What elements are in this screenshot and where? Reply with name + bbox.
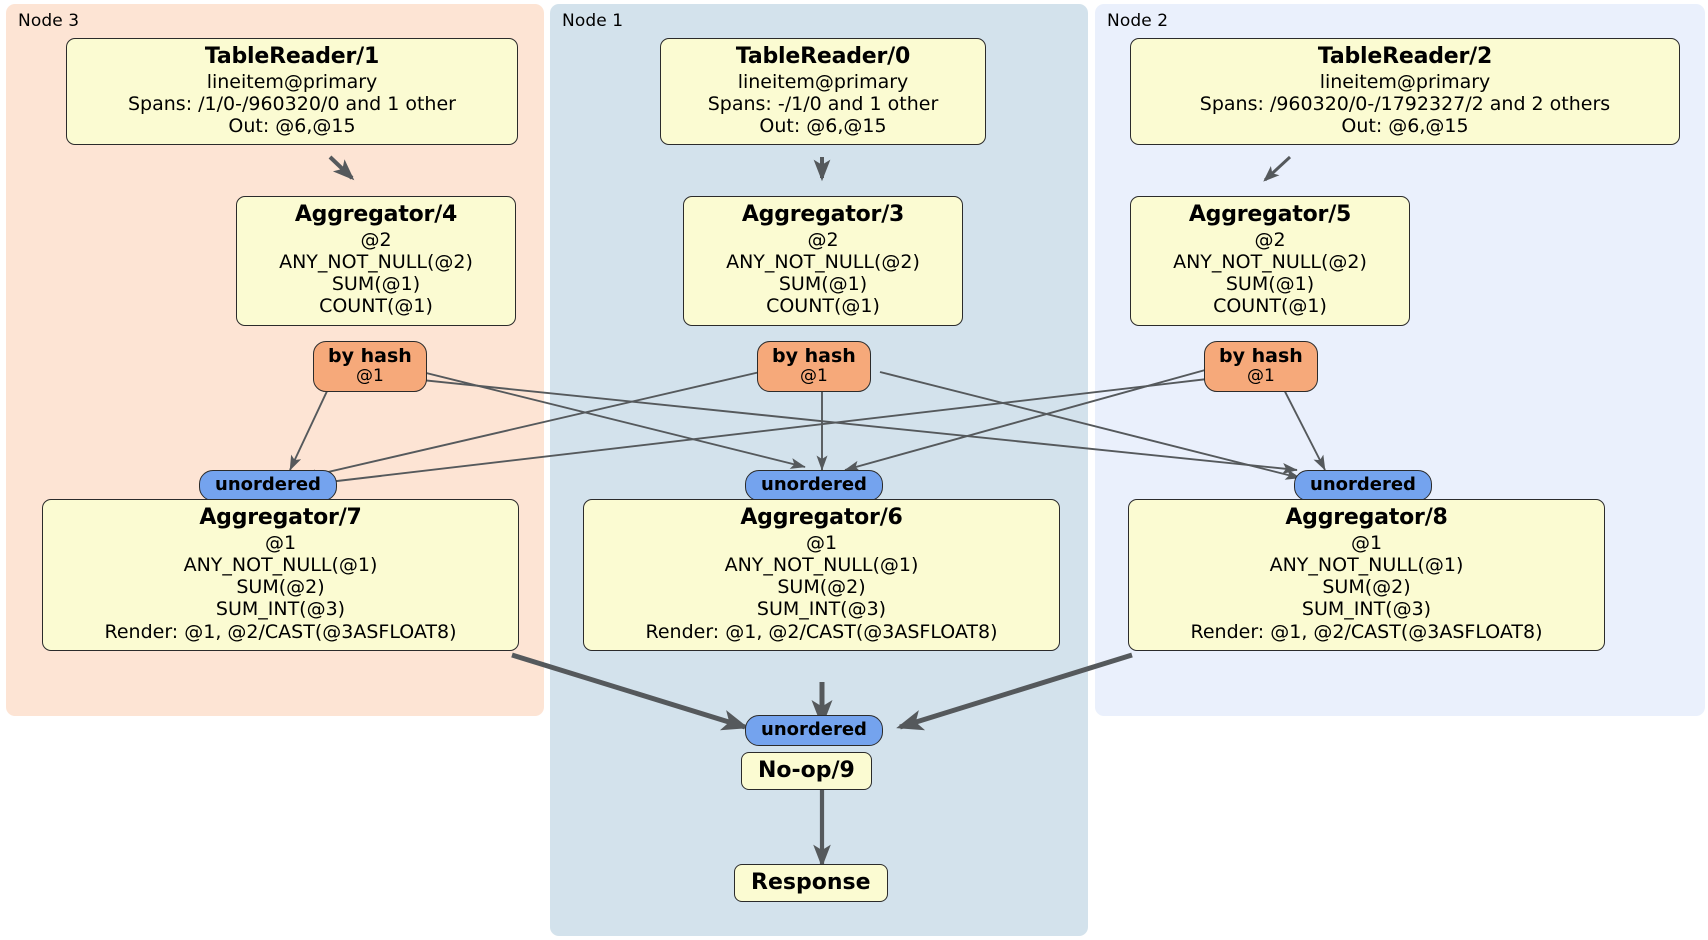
processor-detail-table: lineitem@primary [737, 70, 909, 93]
processor-title: Aggregator/6 [740, 505, 903, 530]
processor-detail-out: Out: @6,@15 [228, 115, 356, 138]
processor-aggregator-6[interactable]: Aggregator/6 @1 ANY_NOT_NULL(@1) SUM(@2)… [583, 499, 1060, 651]
processor-detail-agg3: SUM_INT(@3) [215, 598, 346, 621]
node-panel-label-node1: Node 1 [562, 11, 624, 31]
processor-title: Aggregator/7 [199, 505, 362, 530]
processor-detail-spans: Spans: /1/0-/960320/0 and 1 other [128, 92, 456, 115]
processor-title: Aggregator/5 [1188, 202, 1352, 227]
processor-detail-spans: Spans: -/1/0 and 1 other [707, 92, 939, 115]
processor-detail-out: Out: @6,@15 [1341, 115, 1469, 138]
processor-title: TableReader/2 [1317, 44, 1493, 69]
node-panel-label-node3: Node 3 [18, 11, 80, 31]
processor-noop-9[interactable]: No-op/9 [741, 752, 872, 790]
processor-detail-groupcols: @2 [360, 228, 392, 251]
processor-aggregator-8[interactable]: Aggregator/8 @1 ANY_NOT_NULL(@1) SUM(@2)… [1128, 499, 1605, 651]
processor-detail-groupcols: @1 [1350, 531, 1383, 554]
processor-detail-agg1: ANY_NOT_NULL(@1) [1269, 553, 1464, 576]
synchronizer-unordered-left[interactable]: unordered [199, 470, 337, 502]
processor-aggregator-4[interactable]: Aggregator/4 @2 ANY_NOT_NULL(@2) SUM(@1)… [236, 196, 516, 326]
processor-detail-agg1: ANY_NOT_NULL(@1) [724, 553, 919, 576]
processor-title: Aggregator/4 [294, 202, 458, 227]
processor-detail-spans: Spans: /960320/0-/1792327/2 and 2 others [1199, 92, 1611, 115]
processor-detail-agg2: SUM(@2) [1322, 576, 1411, 599]
processor-aggregator-3[interactable]: Aggregator/3 @2 ANY_NOT_NULL(@2) SUM(@1)… [683, 196, 963, 326]
processor-detail-groupcols: @2 [807, 228, 839, 251]
processor-tablereader-1[interactable]: TableReader/1 lineitem@primary Spans: /1… [66, 38, 518, 146]
router-kind-label: by hash [328, 345, 412, 367]
router-column-label: @1 [355, 366, 384, 387]
processor-detail-agg3: SUM_INT(@3) [1301, 598, 1432, 621]
processor-detail-render: Render: @1, @2/CAST(@3ASFLOAT8) [1190, 620, 1543, 643]
router-by-hash-mid[interactable]: by hash @1 [757, 341, 871, 393]
router-by-hash-right[interactable]: by hash @1 [1204, 341, 1318, 393]
processor-tablereader-2[interactable]: TableReader/2 lineitem@primary Spans: /9… [1130, 38, 1680, 146]
processor-aggregator-5[interactable]: Aggregator/5 @2 ANY_NOT_NULL(@2) SUM(@1)… [1130, 196, 1410, 326]
processor-detail-agg2: SUM(@2) [777, 576, 866, 599]
router-column-label: @1 [1246, 366, 1275, 387]
synchronizer-unordered-right[interactable]: unordered [1294, 470, 1432, 502]
processor-title: Aggregator/3 [741, 202, 905, 227]
synchronizer-unordered-final[interactable]: unordered [745, 715, 883, 747]
processor-detail-agg3: COUNT(@1) [319, 295, 433, 318]
processor-title: TableReader/0 [735, 44, 911, 69]
processor-detail-table: lineitem@primary [206, 70, 378, 93]
processor-detail-agg1: ANY_NOT_NULL(@2) [279, 250, 473, 273]
processor-detail-agg3: SUM_INT(@3) [756, 598, 887, 621]
processor-response[interactable]: Response [734, 864, 888, 902]
processor-title: TableReader/1 [204, 44, 380, 69]
router-by-hash-left[interactable]: by hash @1 [313, 341, 427, 393]
synchronizer-unordered-mid[interactable]: unordered [745, 470, 883, 502]
processor-detail-agg3: COUNT(@1) [1213, 295, 1327, 318]
processor-detail-render: Render: @1, @2/CAST(@3ASFLOAT8) [104, 620, 457, 643]
processor-aggregator-7[interactable]: Aggregator/7 @1 ANY_NOT_NULL(@1) SUM(@2)… [42, 499, 519, 651]
processor-detail-agg1: ANY_NOT_NULL(@2) [1173, 250, 1367, 273]
node-panel-label-node2: Node 2 [1107, 11, 1169, 31]
processor-detail-groupcols: @2 [1254, 228, 1286, 251]
processor-detail-agg1: ANY_NOT_NULL(@2) [726, 250, 920, 273]
processor-detail-agg2: SUM(@1) [1225, 273, 1315, 296]
processor-detail-render: Render: @1, @2/CAST(@3ASFLOAT8) [645, 620, 998, 643]
processor-detail-agg1: ANY_NOT_NULL(@1) [183, 553, 378, 576]
router-column-label: @1 [799, 366, 828, 387]
processor-detail-agg2: SUM(@1) [778, 273, 868, 296]
router-kind-label: by hash [1219, 345, 1303, 367]
processor-title: Aggregator/8 [1285, 505, 1448, 530]
processor-detail-out: Out: @6,@15 [759, 115, 887, 138]
processor-detail-table: lineitem@primary [1319, 70, 1491, 93]
router-kind-label: by hash [772, 345, 856, 367]
processor-detail-agg3: COUNT(@1) [766, 295, 880, 318]
processor-detail-agg2: SUM(@2) [236, 576, 325, 599]
processor-detail-groupcols: @1 [264, 531, 297, 554]
processor-detail-groupcols: @1 [805, 531, 838, 554]
processor-tablereader-0[interactable]: TableReader/0 lineitem@primary Spans: -/… [660, 38, 986, 146]
processor-detail-agg2: SUM(@1) [331, 273, 421, 296]
